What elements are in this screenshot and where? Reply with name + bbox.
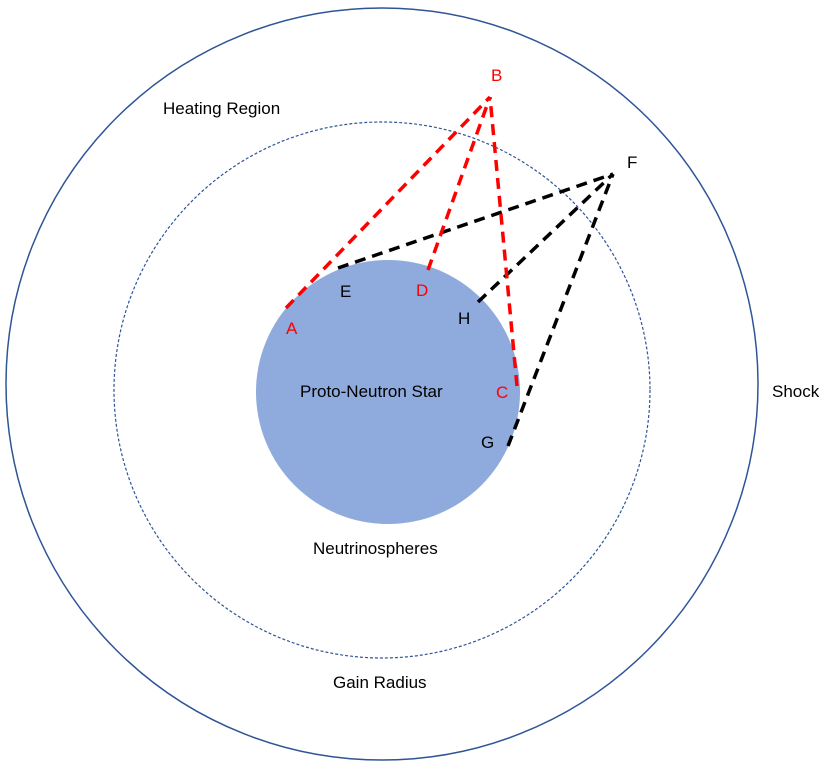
black-rays — [337, 172, 615, 447]
ray-D-B — [426, 96, 492, 271]
point-label-E: E — [340, 282, 351, 301]
shock-label: Shock — [772, 382, 820, 401]
ray-H-F — [476, 172, 615, 304]
point-label-C: C — [496, 383, 508, 402]
ray-A-B — [284, 95, 492, 310]
point-label-A: A — [286, 319, 298, 338]
heating-region-label: Heating Region — [163, 99, 280, 118]
neutrinospheres-label: Neutrinospheres — [313, 539, 438, 558]
point-label-B: B — [491, 66, 502, 85]
point-label-G: G — [481, 433, 494, 452]
ray-C-B — [488, 96, 519, 387]
gain-radius-circle — [113, 121, 651, 659]
ray-E-F — [337, 172, 614, 270]
ray-G-F — [506, 173, 615, 447]
proto-neutron-star — [256, 260, 520, 524]
red-rays — [284, 95, 519, 387]
point-label-H: H — [458, 309, 470, 328]
gain-radius-label: Gain Radius — [333, 673, 427, 692]
pns-label: Proto-Neutron Star — [300, 382, 443, 401]
point-label-F: F — [627, 153, 637, 172]
shock-circle — [5, 7, 759, 761]
point-label-D: D — [416, 281, 428, 300]
